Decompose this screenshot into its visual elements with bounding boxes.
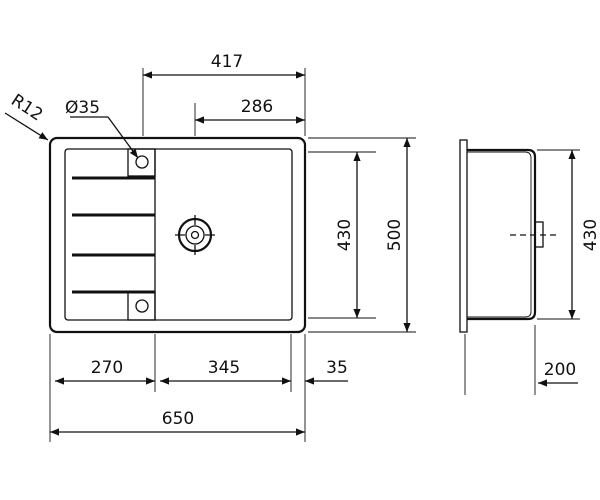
dim-label-417: 417 [211, 52, 243, 72]
plan-view: Ø35 R12 417 286 430 500 270 [4, 52, 416, 442]
corner-radius-leader [4, 112, 49, 141]
sink-outer-outline [48, 136, 307, 334]
tap-hole-top-icon [135, 155, 149, 169]
tap-hole-box-top [127, 148, 156, 177]
dim-label-35: 35 [326, 358, 348, 378]
drain-icon [175, 215, 215, 255]
side-view: 430 200 [459, 139, 600, 395]
tap-hole-diameter-label: Ø35 [65, 98, 100, 118]
dim-label-side-200: 200 [544, 360, 576, 380]
sink-inner-outline [64, 148, 293, 321]
dim-label-430: 430 [335, 219, 355, 251]
dim-label-345: 345 [208, 358, 240, 378]
dim-label-650: 650 [162, 409, 194, 429]
dim-label-270: 270 [91, 358, 123, 378]
corner-radius-label: R12 [7, 90, 46, 125]
dim-label-286: 286 [241, 97, 273, 117]
dim-label-500: 500 [385, 219, 405, 251]
dim-label-side-430: 430 [581, 219, 600, 251]
tap-hole-box-bottom [127, 291, 156, 321]
tap-hole-bottom-icon [135, 299, 149, 313]
side-flange [459, 139, 468, 333]
